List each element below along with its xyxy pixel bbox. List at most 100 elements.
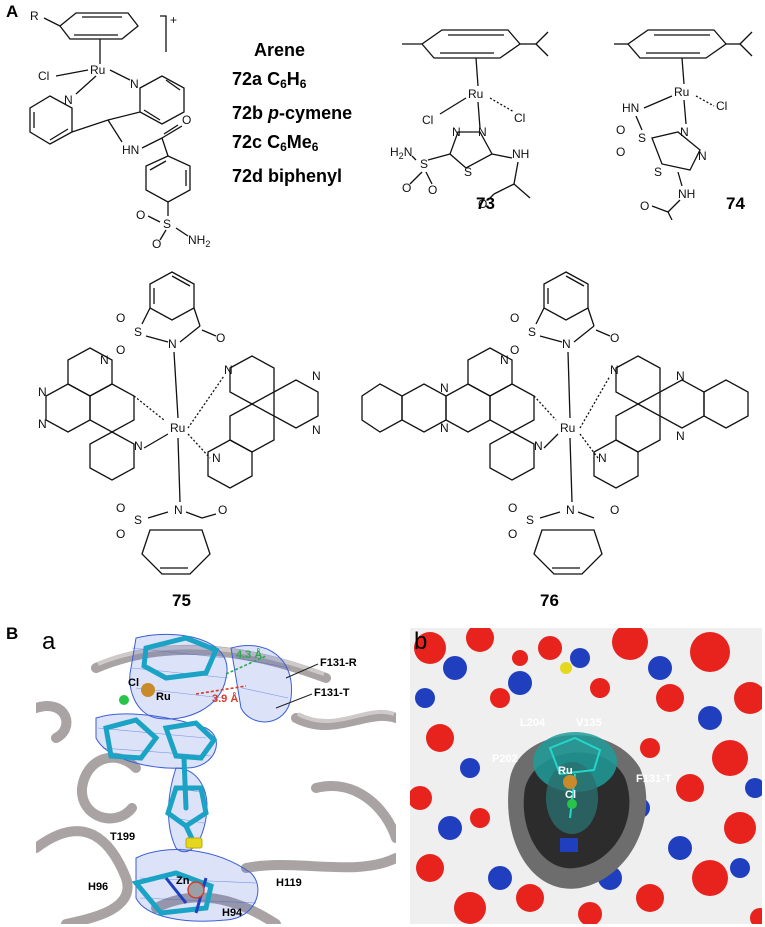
nh-atom-73: NH [512,147,529,161]
n-atom-right-pyridine: N [130,77,139,91]
zn-sphere [187,881,205,899]
s-atom-73-ring: S [464,165,472,179]
o-atom-75-top-2: O [116,343,125,357]
compound-label-74: 74 [726,194,745,213]
label-cl-b: Cl [565,789,576,801]
distance-line-green [225,655,267,675]
arene-heading: Arene [254,40,306,60]
label-h96: H96 [88,881,108,893]
compound-73-structure: Ru Cl Cl N N S S H2N O O NH O [390,29,549,211]
compound-75-structure: S O O N O Ru N S O O O N N N N N N N N [38,271,321,575]
n-atom-75-bottom: N [174,503,183,517]
n-atom-75-pz2: N [38,417,47,431]
distance-label-4-3: 4.3 Å [236,648,262,661]
ru-atom-76: Ru [560,421,575,435]
n-atom-76-pz2: N [440,421,449,435]
o-atom-76-bot-3: O [610,503,619,517]
cl-atom-72: Cl [38,69,49,83]
compound-72-structure: R + Ru Cl N N HN O S O O NH2 [29,9,210,249]
label-v135: V135 [576,717,602,729]
o-atom-amide-72: O [182,113,191,127]
n-atom-76-rp: N [610,363,619,377]
n-atom-75-pz4: N [312,423,321,437]
o-atom-75-bot-3: O [218,503,227,517]
s-atom-75-top: S [134,325,142,339]
n-atom-76-lp2: N [534,439,543,453]
compound-label-76: 76 [540,591,559,610]
compound-label-73: 73 [476,194,495,213]
label-t199: T199 [110,831,135,843]
n-atom-76-rp2: N [598,451,607,465]
arene-item-72a: 72a C6H6 [232,69,307,91]
compound-74-structure: Ru Cl HN S O O N N S NH O [614,29,753,220]
hn-atom-74: HN [622,101,639,115]
o-atom-76-top-1: O [510,311,519,325]
distance-line-red [195,685,247,695]
crystal-structure-view: 4.3 Å 3.9 Å F131-R F131-T Cl Ru T199 Zn … [36,628,396,924]
surface-patches-red [410,628,762,924]
charge-label: + [170,13,177,27]
s-atom-73-sulfonyl: S [420,157,428,171]
cl-atom-74: Cl [716,99,727,113]
ru-sphere-b [563,775,577,789]
panel-b-letter: B [6,624,19,643]
n-atom-73-b: N [478,125,487,139]
label-p202: P202 [492,753,518,765]
panel-a-letter: A [6,2,19,21]
label-h94: H94 [222,907,243,919]
n-atom-73-a: N [452,125,461,139]
surface-view: L204 V135 P202 Ru F131-T Cl [410,628,762,924]
o-atom-76-top-2: O [510,343,519,357]
label-f131-t-b: F131-T [636,773,672,785]
nh-atom-74: NH [678,187,695,201]
n-atom-76-top: N [562,337,571,351]
cl-atom-73-right: Cl [514,111,525,125]
ligand-surface [533,732,617,852]
n-atom-76-pz4: N [676,429,685,443]
nh2-atom-72: NH2 [188,233,210,249]
n-atom-76-bottom: N [566,503,575,517]
o-atom-74-amide: O [640,199,649,213]
n-atom-75-pz1: N [38,385,47,399]
compound-76-structure: S O O N O Ru N S O O O N N N N N N N N [361,271,749,575]
arene-item-72d: 72d biphenyl [232,166,343,186]
h2n-atom-73: H2N [390,145,412,161]
ru-atom-74: Ru [674,85,689,99]
ru-sphere [141,683,155,697]
o-atom-s1-72: O [136,208,145,222]
s-atom-72: S [163,217,171,231]
n-atom-left-pyridine: N [64,93,73,107]
n-atom-76-pz1: N [440,381,449,395]
arene-list: Arene 72a C6H6 72b p-cymene 72c C6Me6 72… [232,36,352,191]
o-atom-73-2: O [428,183,437,197]
label-ru-b: Ru [558,765,573,777]
o-atom-74-2: O [616,145,625,159]
n-atom-75-top: N [168,337,177,351]
o-atom-76-bot-1: O [508,501,517,515]
cl-sphere-b [567,799,577,809]
label-l204: L204 [520,717,546,729]
o-atom-75-bot-1: O [116,501,125,515]
n-atom-76-lp: N [500,353,509,367]
n-atom-75-rp2: N [212,451,221,465]
n-atom-74-b: N [698,149,707,163]
hn-atom-72: HN [122,143,139,157]
ru-atom-75: Ru [170,421,185,435]
ru-atom-72: Ru [90,63,105,77]
label-f131-t: F131-T [314,687,350,699]
s-atom-74-sulfonyl: S [638,131,646,145]
label-f131-r: F131-R [320,657,357,669]
n-atom-76-pz3: N [676,369,685,383]
o-atom-73-1: O [402,181,411,195]
n-atom-75-lp: N [100,353,109,367]
n-atom-75-rp: N [224,363,233,377]
s-atom-74-ring: S [654,165,662,179]
n-atom-75-lp2: N [134,439,143,453]
o-atom-75-top-3: O [216,331,225,345]
o-atom-75-bot-2: O [116,527,125,541]
compound-label-75: 75 [172,591,191,610]
distance-label-3-9: 3.9 Å [212,692,238,705]
label-h119: H119 [276,877,302,889]
r-group-label: R [30,9,39,23]
label-cl-a: Cl [128,677,139,689]
